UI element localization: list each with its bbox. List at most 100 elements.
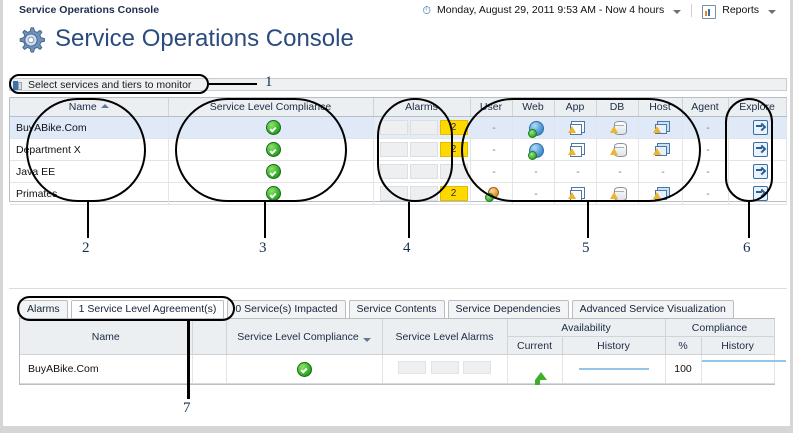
table-row[interactable]: Primates 2 - - xyxy=(10,182,787,205)
cell-explore[interactable] xyxy=(728,138,787,161)
cell-app[interactable] xyxy=(554,182,597,205)
page-title: Service Operations Console xyxy=(55,25,354,52)
col-header-name[interactable]: Name xyxy=(10,98,169,117)
app-window-warning-icon xyxy=(568,142,586,157)
alarm-count-badge[interactable]: 2 xyxy=(439,142,468,157)
cell-host[interactable] xyxy=(638,116,683,139)
cell-spacer xyxy=(192,354,227,384)
cell-db[interactable] xyxy=(596,182,639,205)
cell-db: - xyxy=(596,160,639,183)
cell-user: - xyxy=(470,138,513,161)
page-header: Service Operations Console xyxy=(3,21,790,80)
cell-alarms[interactable]: 2 xyxy=(373,182,471,205)
col-header-web[interactable]: Web xyxy=(512,98,555,117)
alarm-box-empty xyxy=(379,164,408,179)
col-header-alarms[interactable]: Alarms xyxy=(373,98,471,117)
cell-name[interactable]: Department X xyxy=(10,138,169,161)
reports-label[interactable]: Reports xyxy=(722,4,759,16)
tab-alarms[interactable]: Alarms xyxy=(19,300,68,318)
cell-service-level-alarms[interactable] xyxy=(382,354,508,384)
status-ok-icon xyxy=(266,142,281,157)
col-header-explore[interactable]: Explore xyxy=(728,98,787,117)
col-header-user[interactable]: User xyxy=(470,98,513,117)
col-header-host[interactable]: Host xyxy=(638,98,683,117)
cell-name[interactable]: BuyABike.Com xyxy=(10,116,169,139)
select-services-strip[interactable]: Select services and tiers to monitor xyxy=(9,78,787,91)
sla-table: Name Service Level Compliance Service Le… xyxy=(20,319,786,385)
cell-db[interactable] xyxy=(596,116,639,139)
col-header-compliance-percent[interactable]: % xyxy=(665,336,702,355)
cell-alarms[interactable] xyxy=(373,160,471,183)
value-dash: - xyxy=(534,187,538,200)
host-warning-icon xyxy=(653,186,671,201)
col-header-service-level-alarms[interactable]: Service Level Alarms xyxy=(382,319,508,355)
cell-web[interactable] xyxy=(512,116,555,139)
user-icon xyxy=(485,186,502,202)
tab-service-contents[interactable]: Service Contents xyxy=(348,300,445,318)
table-row[interactable]: BuyABike.Com 100 xyxy=(20,354,786,385)
col-header-app[interactable]: App xyxy=(554,98,597,117)
col-header-service-level-compliance[interactable]: Service Level Compliance xyxy=(168,98,374,117)
panel-toggle-icon[interactable] xyxy=(13,81,22,90)
alarm-box-empty xyxy=(463,361,492,374)
col-header-agent[interactable]: Agent xyxy=(682,98,729,117)
col-header-compliance-history[interactable]: History xyxy=(701,336,775,355)
callout-number-4: 4 xyxy=(403,240,411,256)
cell-name[interactable]: BuyABike.Com xyxy=(20,354,193,384)
cell-explore[interactable] xyxy=(728,182,787,205)
cell-host: - xyxy=(638,160,683,183)
cell-compliance-percent: 100 xyxy=(665,354,702,384)
cell-db[interactable] xyxy=(596,138,639,161)
value-dash: - xyxy=(706,121,710,134)
cell-web[interactable] xyxy=(512,138,555,161)
cell-host[interactable] xyxy=(638,182,683,205)
alarm-box-empty xyxy=(379,186,408,201)
explore-icon[interactable] xyxy=(752,164,768,179)
alarm-box-empty xyxy=(409,164,438,179)
cell-app[interactable] xyxy=(554,138,597,161)
alarm-box-empty xyxy=(409,142,438,157)
tab-service-dependencies[interactable]: Service Dependencies xyxy=(447,300,569,318)
alarm-box-empty xyxy=(397,361,426,374)
availability-sparkline xyxy=(578,368,649,371)
table-row[interactable]: BuyABike.Com 2 - - xyxy=(10,116,787,139)
chevron-down-icon[interactable] xyxy=(673,10,682,14)
services-header-row: Name Service Level Compliance Alarms Use… xyxy=(10,98,787,117)
tab-advanced-service-visualization[interactable]: Advanced Service Visualization xyxy=(571,300,734,318)
sla-group-header-row: Name Service Level Compliance Service Le… xyxy=(20,319,775,355)
col-header-db[interactable]: DB xyxy=(596,98,639,117)
table-row[interactable]: Java EE - - - - - - xyxy=(10,160,787,183)
col-header-availability-current[interactable]: Current xyxy=(507,336,563,355)
group-header-availability: Availability xyxy=(507,319,666,337)
explore-icon[interactable] xyxy=(752,186,768,201)
col-header-name[interactable]: Name xyxy=(20,319,193,355)
tab-service-level-agreements[interactable]: 1 Service Level Agreement(s) xyxy=(70,300,225,318)
alarm-count-badge[interactable]: 2 xyxy=(439,186,468,201)
cell-compliance xyxy=(168,116,374,139)
cell-name[interactable]: Java EE xyxy=(10,160,169,183)
alarm-box-empty xyxy=(379,142,408,157)
cell-explore[interactable] xyxy=(728,160,787,183)
tab-services-impacted[interactable]: 0 Service(s) Impacted xyxy=(227,300,346,318)
toolbar-divider xyxy=(691,3,693,17)
col-header-availability-history[interactable]: History xyxy=(562,336,666,355)
chevron-down-icon[interactable] xyxy=(768,10,776,14)
cell-user[interactable] xyxy=(470,182,513,205)
table-row[interactable]: Department X 2 - - xyxy=(10,138,787,161)
cell-explore[interactable] xyxy=(728,116,787,139)
cell-host[interactable] xyxy=(638,138,683,161)
cell-name[interactable]: Primates xyxy=(10,182,169,205)
app-window-warning-icon xyxy=(568,186,586,201)
alarm-count-badge[interactable]: 2 xyxy=(439,120,468,135)
cell-alarms[interactable]: 2 xyxy=(373,116,471,139)
callout-number-7: 7 xyxy=(183,400,191,416)
value-dash: - xyxy=(661,165,665,178)
explore-icon[interactable] xyxy=(752,120,768,135)
value-dash: - xyxy=(618,165,622,178)
explore-icon[interactable] xyxy=(752,142,768,157)
cell-app[interactable] xyxy=(554,116,597,139)
cell-alarms[interactable]: 2 xyxy=(373,138,471,161)
cell-agent: - xyxy=(682,138,729,161)
col-header-service-level-compliance[interactable]: Service Level Compliance xyxy=(226,319,383,355)
cell-availability-current xyxy=(507,354,563,385)
